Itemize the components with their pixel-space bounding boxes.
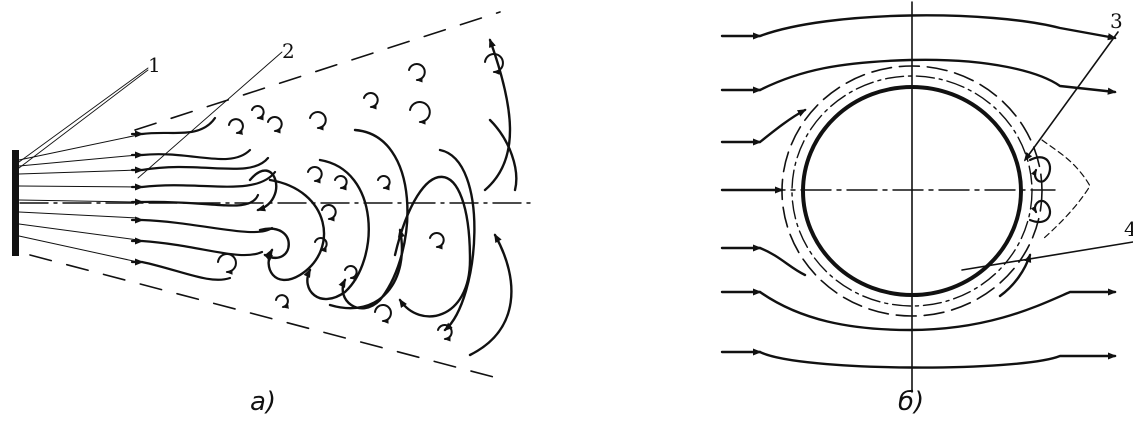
callout-label-1: 1 (148, 53, 161, 77)
large-eddies (250, 40, 516, 355)
callout-leader-3 (1025, 32, 1118, 160)
callout-leader-1b (19, 70, 148, 168)
callout-label-2: 2 (282, 39, 295, 63)
jet-boundary-lower (30, 255, 505, 380)
callout-leader-1a (19, 68, 148, 162)
cylinder-streamlines (722, 15, 1115, 367)
panel-a-jet-diagram: 1 2 (12, 12, 535, 417)
callout-leader-4 (962, 242, 1133, 270)
caption-a: а) (250, 387, 276, 417)
nozzle-wall (12, 150, 19, 256)
callout-label-3: 3 (1110, 9, 1123, 33)
panel-b-cylinder-flow-diagram: 3 4 б) (722, 2, 1133, 417)
jet-streamlines (132, 118, 275, 280)
caption-b: б) (898, 387, 924, 417)
callout-label-4: 4 (1124, 217, 1133, 241)
